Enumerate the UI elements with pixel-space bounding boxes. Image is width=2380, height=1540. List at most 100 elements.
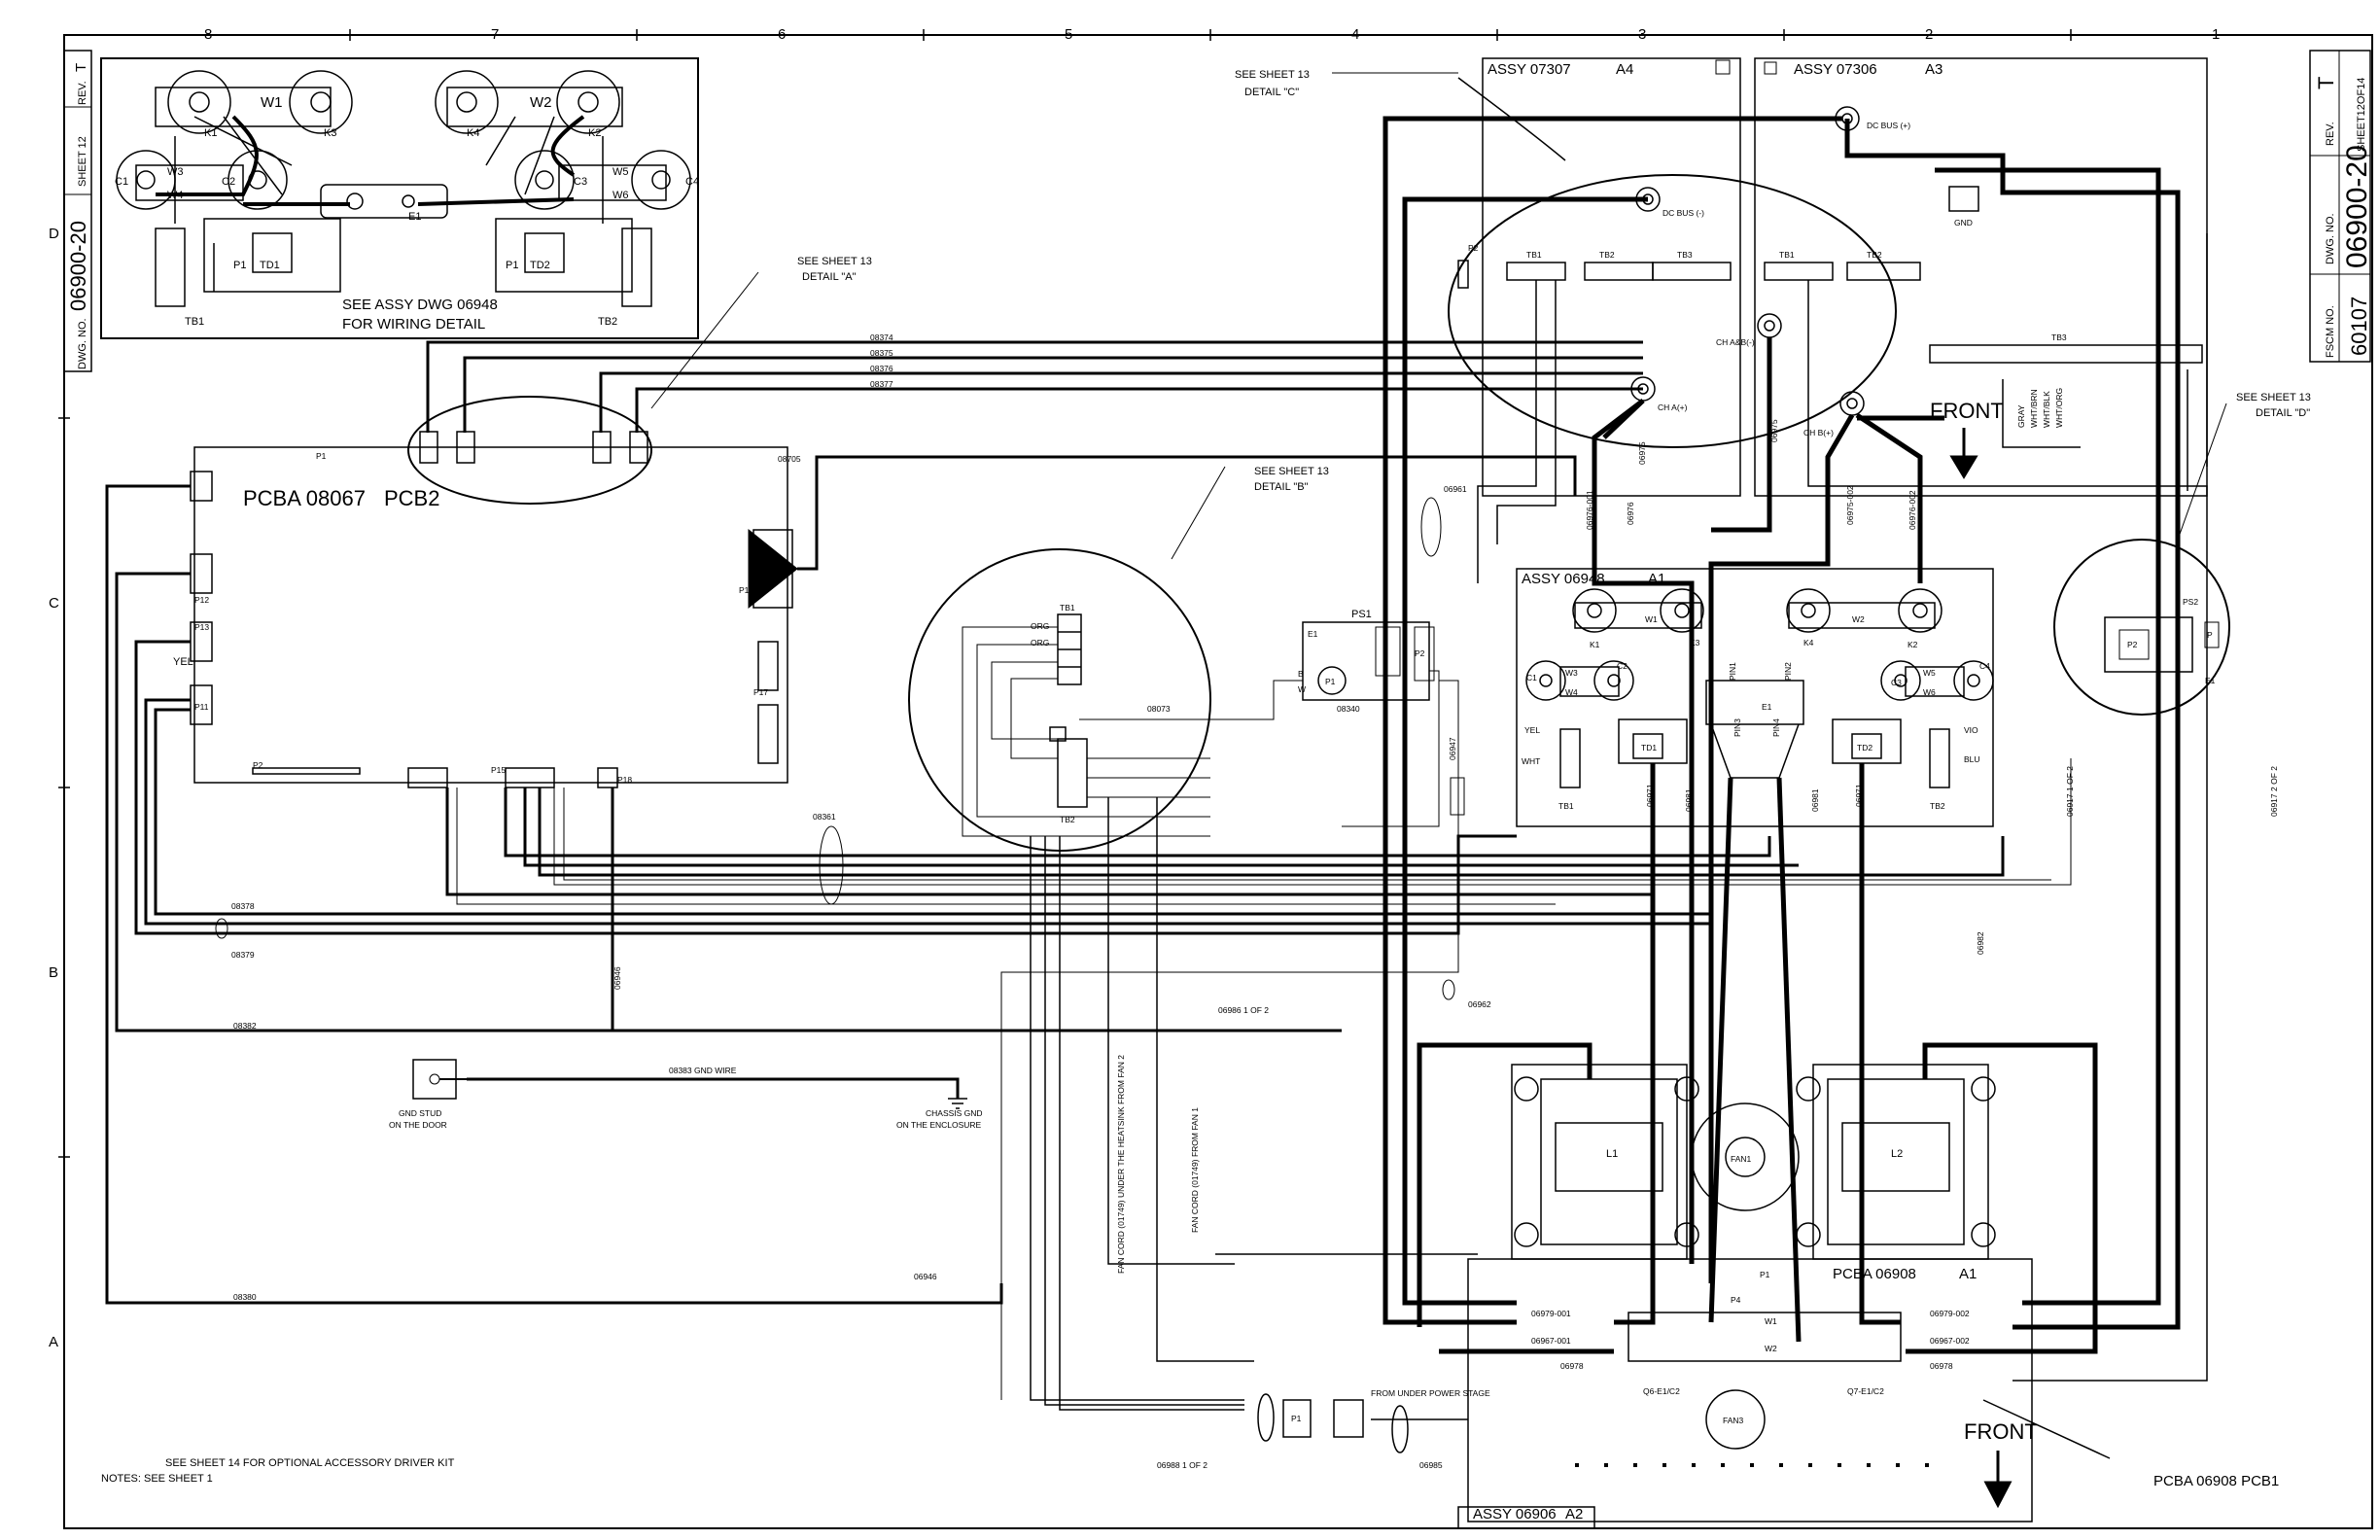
pcb2-thin-wires	[456, 758, 2072, 905]
c-tb1-b: TB1	[1779, 250, 1795, 260]
pcb2-P18: P18	[617, 775, 632, 785]
wire-06981a: 06981	[1684, 788, 1694, 812]
ps-FAN3: FAN3	[1723, 1416, 1744, 1425]
a1-BLU: BLU	[1964, 754, 1980, 764]
right-fscm-label: FSCM NO.	[2325, 305, 2336, 358]
wire-06946a: 06946	[914, 1272, 937, 1281]
wire-06976-001: 06976-001	[1585, 490, 1594, 530]
pcb1-callout: PCBA 06908 PCB1	[2153, 1473, 2279, 1489]
right-dwg-no: 06900-20	[2341, 145, 2373, 268]
zone-col-4: 4	[1351, 26, 1359, 43]
ps1-B: B	[1298, 669, 1304, 679]
a1-E1: E1	[1762, 702, 1772, 712]
c-wht-blk: WHT/BLK	[2042, 391, 2051, 428]
ps-L2: L2	[1891, 1148, 1903, 1160]
wire-08383: 08383 GND WIRE	[669, 1066, 737, 1075]
d-E1: E1	[2205, 676, 2216, 685]
inset-K2: K2	[588, 127, 601, 139]
a1-PIN2: PIN2	[1783, 662, 1793, 681]
wire-06976b: 06976	[1626, 502, 1635, 525]
pcba-08067-board: PCBA 08067 PCB2 P1 P2 P11 P12 P13 P14 P1…	[173, 446, 798, 788]
c-TB1: TB1	[1526, 250, 1542, 260]
wire-06947-inline-part	[1450, 777, 1465, 816]
dc-bus-heavy-wires	[1382, 116, 2181, 1330]
detail-d: SEE SHEET 13 DETAIL "D" PS2 P2 P E1	[2053, 392, 2311, 716]
right-rev: T	[2314, 77, 2338, 89]
ps1-module: PS1 P1 P2 E1 B W	[1298, 609, 1435, 701]
pcb2-P13: P13	[194, 622, 209, 632]
wire-08382: 08382	[233, 1021, 257, 1031]
inset-P1b: P1	[506, 260, 518, 271]
assy-07307: ASSY 07307 A4	[1482, 57, 1741, 497]
a1-K3: K3	[1690, 638, 1700, 648]
left-dwg-no: 06900-20	[66, 221, 90, 311]
c-dc-bus-pos: DC BUS (+)	[1867, 121, 1910, 130]
right-rev-label: REV.	[2325, 122, 2336, 146]
detail-c-ref-2: DETAIL "C"	[1244, 87, 1299, 98]
detail-d-ref-1: SEE SHEET 13	[2236, 392, 2311, 403]
c-ch-b: CH B(+)	[1803, 428, 1834, 438]
left-rev: T	[73, 63, 89, 72]
ps1-label: PS1	[1351, 609, 1372, 620]
ps1-P1: P1	[1325, 677, 1336, 686]
fan-cord-heatsink: FAN CORD (01749) UNDER THE HEATSINK FROM…	[1116, 1055, 1126, 1274]
inset-note-2: FOR WIRING DETAIL	[342, 316, 485, 332]
inset-K1: K1	[204, 127, 217, 139]
assy-06906-label: ASSY 06906	[1473, 1506, 1557, 1522]
power-stage: L1 L2 FAN1	[1511, 1064, 1996, 1260]
d-P2: P2	[2127, 640, 2138, 649]
zone-row-A: A	[49, 1334, 58, 1350]
wire-06971a: 06971	[1645, 784, 1655, 807]
c-tb2-b: TB2	[1867, 250, 1882, 260]
title-block-right: REV. T SHEET12OF14 DWG. NO. 06900-20 FSC…	[2309, 50, 2373, 363]
c-tb3-b: TB3	[2051, 332, 2067, 342]
a1-W4: W4	[1565, 687, 1578, 697]
detail-c: SEE SHEET 13 DETAIL "C" P2 TB1 TB2 TB3 D…	[1235, 69, 2203, 479]
c-TB2: TB2	[1599, 250, 1615, 260]
d-PS2: PS2	[2183, 597, 2198, 607]
wire-06976-002: 06976-002	[1908, 490, 1917, 530]
detail-b-ORG1: ORG	[1031, 621, 1049, 631]
ps1-wires	[1000, 670, 1459, 1400]
wire-06947: 06947	[1448, 737, 1457, 760]
bus-wires-0837x	[426, 340, 1643, 433]
pcb1-label: PCBA 06908	[1833, 1266, 1916, 1282]
pcb2-P11: P11	[194, 702, 209, 712]
pcb1-w06967-001: 06967-001	[1531, 1336, 1571, 1346]
gnd-stud-2: ON THE DOOR	[389, 1120, 447, 1130]
inset-C4: C4	[685, 176, 699, 188]
zone-col-2: 2	[1925, 26, 1933, 43]
wire-06962: 06962	[1468, 999, 1491, 1009]
a1-VIO: VIO	[1964, 725, 1978, 735]
pcb1-q6: Q6-E1/C2	[1643, 1386, 1680, 1396]
inset-TD1: TD1	[260, 260, 280, 271]
fan3-icon	[1705, 1389, 1766, 1450]
note-line-1: SEE SHEET 14 FOR OPTIONAL ACCESSORY DRIV…	[165, 1457, 455, 1469]
a1-TB1: TB1	[1558, 801, 1574, 811]
zone-row-C: C	[49, 595, 59, 612]
wire-06986: 06986 1 OF 2	[1218, 1005, 1269, 1015]
left-dwg-label: DWG. NO.	[77, 318, 88, 369]
zone-row-D: D	[49, 226, 59, 242]
wire-06975: 06975	[1637, 441, 1647, 465]
pcb1-w06967-002: 06967-002	[1930, 1336, 1970, 1346]
wire-08361: 08361	[813, 812, 836, 822]
inset-C1: C1	[115, 176, 128, 188]
a1-W5: W5	[1923, 668, 1936, 678]
wire-06946b: 06946	[612, 966, 622, 990]
inset-K3: K3	[324, 127, 336, 139]
right-sheet: SHEET12OF14	[2356, 78, 2367, 152]
inset-W6: W6	[612, 190, 629, 201]
chassis-gnd-1: CHASSIS GND	[926, 1108, 983, 1118]
pcb1-q7: Q7-E1/C2	[1847, 1386, 1884, 1396]
fan-cord-connector	[1257, 1393, 1409, 1453]
chassis-ground-symbol	[948, 1098, 967, 1109]
pcb2-P1: P1	[316, 451, 327, 461]
inset-C3: C3	[574, 176, 587, 188]
a1-W6: W6	[1923, 687, 1936, 697]
detail-a: SEE SHEET 13 DETAIL "A"	[407, 256, 872, 505]
ground-stud: GND STUD ON THE DOOR	[389, 1059, 958, 1130]
inset-W4: W4	[167, 190, 184, 201]
c-wht-org: WHT/ORG	[2054, 388, 2064, 428]
